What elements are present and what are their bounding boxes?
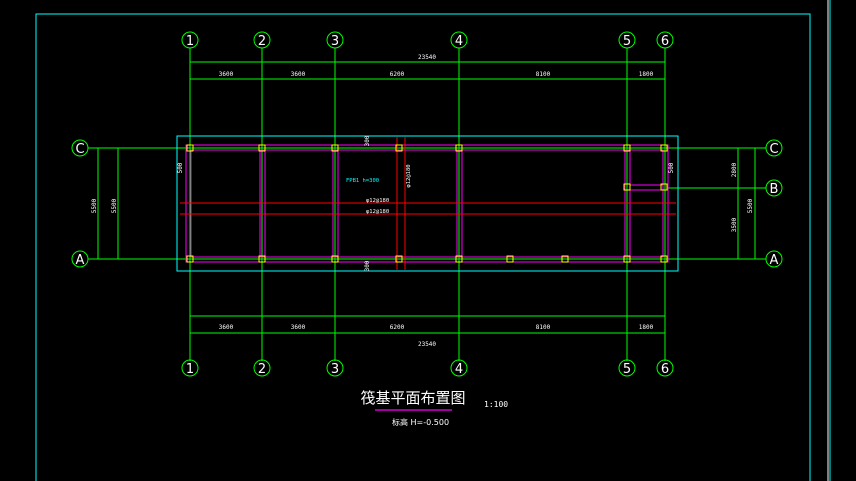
dim-bottom-seg-2: 3600 (291, 324, 306, 331)
axis-label-a-left: A (76, 253, 85, 268)
axis-bubbles-top (71, 31, 783, 377)
axis-label-a-right: A (770, 253, 779, 268)
dim-left-total: 5500 (91, 198, 98, 213)
axis-label-b-right: B (770, 182, 779, 197)
slab-label: FPB1 h=300 (346, 178, 379, 184)
dim-mid-bottom: 300 (364, 260, 371, 271)
axis-label-4-top: 4 (455, 34, 463, 49)
drawing-title: 筏基平面布置图 (360, 389, 465, 407)
dim-bottom-seg-1: 3600 (219, 324, 234, 331)
dim-top-seg-1: 3600 (219, 71, 234, 78)
dim-top-seg-2: 3600 (291, 71, 306, 78)
axis-lines (88, 48, 766, 361)
axis-label-2-top: 2 (258, 34, 266, 49)
rebar-label-vert: φ12@180 (406, 164, 412, 187)
dim-bottom-seg-5: 1800 (639, 324, 654, 331)
columns (186, 144, 668, 263)
raft-outline (176, 135, 679, 272)
axis-label-2-bottom: 2 (258, 362, 266, 377)
dim-right-total: 5500 (747, 198, 754, 213)
dim-top-seg-3: 6200 (390, 71, 405, 78)
axis-label-6-top: 6 (661, 34, 669, 49)
dim-mid-top: 300 (364, 135, 371, 146)
dim-top-seg-4: 8100 (536, 71, 551, 78)
dim-top-seg-5: 1800 (639, 71, 654, 78)
axis-label-5-bottom: 5 (623, 362, 631, 377)
rebar-label-c: φ12@180 (366, 209, 389, 215)
axis-label-1-top: 1 (186, 34, 194, 49)
drawing-scale: 1:100 (484, 400, 508, 409)
rebar-label-b: φ12@180 (366, 198, 389, 204)
dim-bottom-seg-3: 6200 (390, 324, 405, 331)
axis-label-3-bottom: 3 (331, 362, 339, 377)
rebar-lines (180, 137, 676, 270)
dim-side-left: 500 (177, 162, 184, 173)
dim-left-inner: 5500 (111, 198, 118, 213)
axis-label-3-top: 3 (331, 34, 339, 49)
drawing-note: 标高 H=-0.500 (392, 417, 449, 427)
axis-label-c-left: C (75, 142, 84, 157)
dim-top-total: 23540 (418, 54, 436, 61)
dim-bottom-total: 23540 (418, 341, 436, 348)
drawing-frame (35, 13, 811, 481)
dim-right-top: 2800 (731, 162, 738, 177)
axis-label-6-bottom: 6 (661, 362, 669, 377)
axis-label-c-right: C (769, 142, 778, 157)
axis-label-4-bottom: 4 (455, 362, 463, 377)
dim-right-bottom: 3500 (731, 217, 738, 232)
top-dimension-lines (97, 61, 756, 334)
dim-bottom-seg-4: 8100 (536, 324, 551, 331)
axis-label-5-top: 5 (623, 34, 631, 49)
axis-label-1-bottom: 1 (186, 362, 194, 377)
dim-side-right: 500 (668, 162, 675, 173)
